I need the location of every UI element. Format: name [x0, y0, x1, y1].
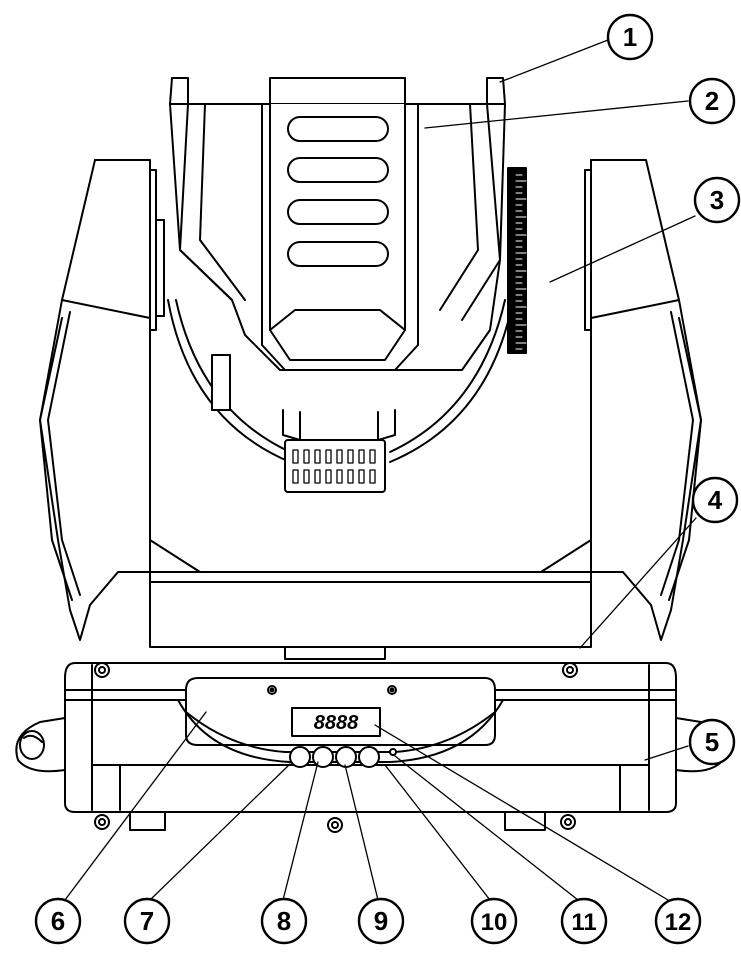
callout-6: 6 [34, 897, 82, 945]
tilt-scale [507, 167, 527, 354]
connector-pin [369, 469, 376, 484]
callout-1: 1 [606, 13, 654, 61]
callout-12-label: 12 [665, 909, 692, 936]
connector-pin [336, 449, 343, 464]
button-enter[interactable] [358, 746, 380, 768]
callout-7: 7 [123, 897, 171, 945]
connector-pin [325, 449, 332, 464]
callout-2-label: 2 [705, 86, 719, 116]
top-vents [287, 116, 389, 267]
connector-pin [358, 469, 365, 484]
callout-3: 3 [693, 176, 741, 224]
control-buttons [289, 746, 397, 768]
callout-6-label: 6 [51, 906, 65, 936]
led-display: 8888 [291, 707, 381, 737]
connector-pin [303, 469, 310, 484]
callout-7-label: 7 [140, 906, 154, 936]
left-arm [39, 159, 165, 641]
callout-5-label: 5 [705, 727, 719, 757]
connector-pin [369, 449, 376, 464]
button-down[interactable] [335, 746, 357, 768]
connector-pin [347, 469, 354, 484]
callout-10: 10 [470, 897, 518, 945]
callout-9: 9 [357, 897, 405, 945]
callout-1-label: 1 [623, 22, 637, 52]
connector-pin [358, 449, 365, 464]
callout-3-label: 3 [710, 185, 724, 215]
connector-pin [336, 469, 343, 484]
display-digits: 8888 [314, 712, 359, 734]
connector-pin [292, 469, 299, 484]
connector-pin [347, 449, 354, 464]
connector-pin [314, 449, 321, 464]
callout-2: 2 [688, 77, 736, 125]
button-up[interactable] [312, 746, 334, 768]
callout-11: 11 [560, 897, 608, 945]
callout-5: 5 [688, 718, 736, 766]
callouts: 1 2 3 4 5 6 7 8 9 10 11 12 [34, 13, 741, 945]
head-connector [282, 409, 396, 493]
callout-11-label: 11 [571, 909, 596, 936]
button-mode[interactable] [289, 746, 311, 768]
connector-pin [325, 469, 332, 484]
callout-8-label: 8 [277, 906, 291, 936]
connector-pin [314, 469, 321, 484]
connector-pin [303, 449, 310, 464]
callout-8: 8 [260, 897, 308, 945]
right-arm [584, 159, 702, 641]
moving-head [167, 77, 514, 493]
status-led [389, 748, 397, 756]
callout-9-label: 9 [374, 906, 388, 936]
callout-10-label: 10 [481, 909, 508, 936]
leader-lines [64, 39, 697, 901]
fixture-base: 8888 [15, 662, 726, 833]
yoke-base [149, 539, 592, 660]
callout-12: 12 [654, 897, 702, 945]
callout-4-label: 4 [708, 485, 723, 515]
left-handle [15, 717, 66, 773]
connector-pin [292, 449, 299, 464]
callout-4: 4 [691, 476, 739, 524]
